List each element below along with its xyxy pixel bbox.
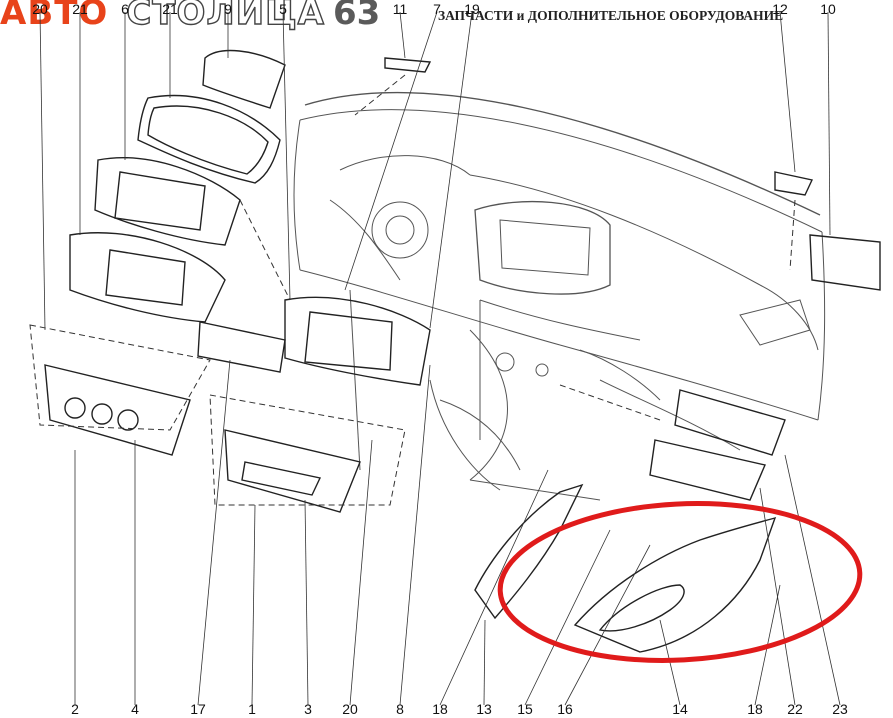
callout-top-6: 11	[393, 1, 408, 17]
callout-top-5: 5	[279, 1, 287, 17]
callout-bottom-13: 22	[787, 701, 803, 717]
part-22-switch-block	[649, 439, 766, 501]
callout-top-9: 12	[772, 1, 788, 17]
dashed-guides	[29, 74, 796, 506]
callouts-top: 20 21 6 21 9 5 11 7 19 12 10	[32, 1, 836, 17]
callout-top-8: 19	[464, 1, 480, 17]
brand-tagline: ЗАПЧАСТИ и ДОПОЛНИТЕЛЬНОЕ ОБОРУДОВАНИЕ	[438, 8, 784, 23]
callout-bottom-2: 17	[190, 701, 206, 717]
part-23-switch-block	[674, 389, 786, 456]
trim-parts	[44, 49, 881, 653]
callout-bottom-8: 13	[476, 701, 492, 717]
part-9-vent-housing	[69, 232, 226, 323]
callout-top-7: 7	[433, 1, 441, 17]
callout-bottom-0: 2	[71, 701, 79, 717]
part-11-vent	[384, 57, 432, 73]
callout-bottom-1: 4	[131, 701, 139, 717]
callout-bottom-12: 18	[747, 701, 763, 717]
part-13-side	[474, 483, 584, 620]
part-5-frame	[284, 296, 431, 386]
part-4-panel	[44, 364, 191, 456]
part-6-bezel	[94, 157, 241, 246]
part-10-vent	[809, 234, 881, 291]
brand-logo-capital: СТОЛИЦА	[126, 0, 325, 33]
part-17-tray	[197, 321, 286, 373]
callout-top-4: 9	[224, 1, 232, 17]
dashboard-outline	[293, 91, 826, 501]
highlight-ellipse	[497, 501, 863, 663]
callout-top-10: 10	[820, 1, 836, 17]
callout-bottom-4: 3	[304, 701, 312, 717]
callout-top-2: 6	[121, 1, 129, 17]
brand-logo: АВТО СТОЛИЦА 63	[0, 0, 381, 33]
callout-top-3: 21	[162, 1, 178, 17]
leader-lines	[39, 11, 841, 706]
callout-bottom-11: 14	[672, 701, 688, 717]
callout-bottom-3: 1	[248, 701, 256, 717]
callout-bottom-5: 20	[342, 701, 358, 717]
part-12-vent	[774, 171, 814, 196]
callout-bottom-9: 15	[517, 701, 533, 717]
brand-logo-auto: АВТО	[0, 0, 109, 33]
callout-bottom-7: 18	[432, 701, 448, 717]
brand-logo-region: 63	[332, 0, 381, 33]
part-3-panel	[224, 429, 361, 513]
part-21-frame	[137, 94, 281, 184]
callout-bottom-6: 8	[396, 701, 404, 717]
callout-top-0: 20	[32, 1, 48, 17]
callout-top-1: 21	[72, 1, 88, 17]
part-20-vent	[202, 49, 286, 109]
part-14-cover	[573, 516, 777, 653]
callout-bottom-10: 16	[557, 701, 573, 717]
callout-bottom-14: 23	[832, 701, 848, 717]
